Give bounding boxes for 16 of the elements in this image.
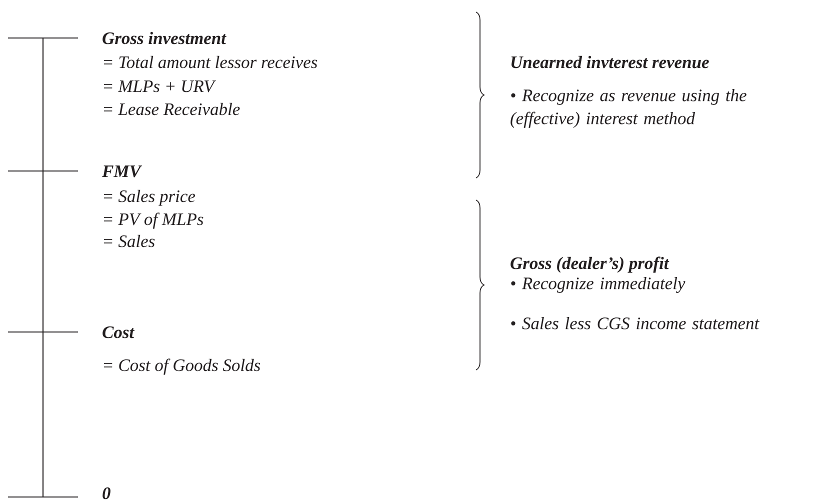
equation-text: = Total amount lessor receives xyxy=(104,56,318,68)
equation-text: = Sales xyxy=(104,234,155,248)
equation-text: = Sales price xyxy=(104,190,196,206)
equation-text: = Cost of Goods Solds xyxy=(104,358,260,375)
heading-text: 0 xyxy=(102,487,110,500)
bullet-text: • Recognize as revenue using the (effective) interest method xyxy=(510,89,746,128)
equation-text: = MLPs + URV xyxy=(104,80,216,92)
heading-text: Gross investment xyxy=(102,32,226,44)
equation-text: = Lease Receivable xyxy=(104,102,240,116)
bullet-text: • Recognize immediately xyxy=(511,277,686,293)
heading-text: Cost xyxy=(102,326,135,338)
heading-text: Gross (dealer’s) profit xyxy=(510,256,670,273)
equation-text: = PV of MLPs xyxy=(104,212,204,229)
heading-text: FMV xyxy=(102,166,142,178)
heading-text: Unearned invterest revenue xyxy=(511,56,709,68)
bullet-text: • Sales less CGS income statement xyxy=(511,317,760,330)
